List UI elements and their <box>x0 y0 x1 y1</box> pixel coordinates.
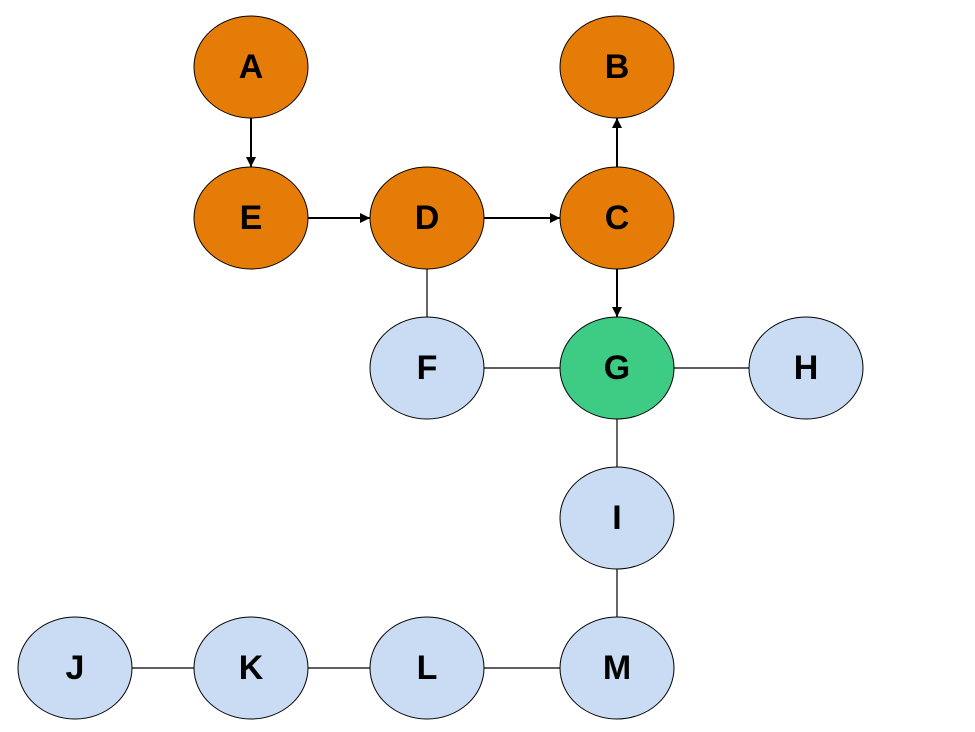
node-m[interactable]: M <box>559 616 675 720</box>
node-i[interactable]: I <box>559 466 675 570</box>
node-a[interactable]: A <box>193 15 309 119</box>
node-shape-d[interactable] <box>369 166 485 270</box>
node-h[interactable]: H <box>748 316 864 420</box>
node-shape-e[interactable] <box>193 166 309 270</box>
node-label-e: E <box>240 199 263 237</box>
node-shape-g[interactable] <box>559 316 675 420</box>
node-label-l: L <box>417 649 438 687</box>
node-label-d: D <box>415 199 440 237</box>
node-label-j: J <box>66 649 85 687</box>
node-label-b: B <box>605 48 630 86</box>
node-b[interactable]: B <box>559 15 675 119</box>
node-k[interactable]: K <box>193 616 309 720</box>
node-shape-j[interactable] <box>17 616 133 720</box>
node-shape-c[interactable] <box>559 166 675 270</box>
node-shape-b[interactable] <box>559 15 675 119</box>
node-label-g: G <box>604 349 630 387</box>
node-shape-k[interactable] <box>193 616 309 720</box>
node-shape-f[interactable] <box>369 316 485 420</box>
node-label-f: F <box>417 349 438 387</box>
node-label-m: M <box>603 649 631 687</box>
node-f[interactable]: F <box>369 316 485 420</box>
node-label-c: C <box>605 199 630 237</box>
node-d[interactable]: D <box>369 166 485 270</box>
node-e[interactable]: E <box>193 166 309 270</box>
node-l[interactable]: L <box>369 616 485 720</box>
node-label-k: K <box>239 649 264 687</box>
node-label-a: A <box>239 48 264 86</box>
node-shape-i[interactable] <box>559 466 675 570</box>
node-shape-l[interactable] <box>369 616 485 720</box>
node-label-h: H <box>794 349 819 387</box>
node-shape-h[interactable] <box>748 316 864 420</box>
edges-layer <box>132 118 749 669</box>
node-shape-a[interactable] <box>193 15 309 119</box>
node-c[interactable]: C <box>559 166 675 270</box>
node-j[interactable]: J <box>17 616 133 720</box>
nodes-layer: A B E D C F G H I J K L M <box>17 15 864 720</box>
node-label-i: I <box>612 499 621 537</box>
node-shape-m[interactable] <box>559 616 675 720</box>
node-g[interactable]: G <box>559 316 675 420</box>
